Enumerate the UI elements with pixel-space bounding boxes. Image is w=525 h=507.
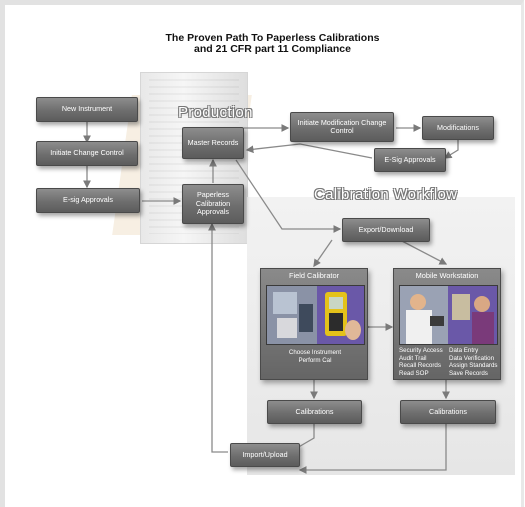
export-download-box[interactable]: Export/Download bbox=[342, 218, 430, 242]
mobile-recall-records: Recall Records bbox=[399, 362, 441, 370]
paperless-calibration-approvals-label: Paperless Calibration Approvals bbox=[195, 190, 231, 217]
esig-approvals-right-box[interactable]: E-Sig Approvals bbox=[374, 148, 446, 172]
mobile-assign-standards: Assign Standards bbox=[449, 362, 498, 370]
arrow-export-to-field bbox=[313, 239, 333, 268]
mobile-data-verification: Data Verification bbox=[449, 354, 495, 362]
new-instrument-box[interactable]: New Instrument bbox=[36, 97, 138, 122]
title-line-1: The Proven Path To Paperless Calibration… bbox=[165, 32, 380, 44]
modifications-box[interactable]: Modifications bbox=[422, 116, 494, 140]
esig-approvals-left-label: E-sig Approvals bbox=[63, 195, 113, 205]
mobile-workstation-col1: Security Access Audit Trail Recall Recor… bbox=[399, 347, 447, 377]
esig-approvals-left-box[interactable]: E-sig Approvals bbox=[36, 188, 140, 213]
calibrations-left-label: Calibrations bbox=[295, 406, 334, 416]
arrow-esig-to-master bbox=[245, 143, 373, 159]
import-upload-label: Import/Upload bbox=[242, 449, 288, 459]
calibrations-left-box[interactable]: Calibrations bbox=[267, 400, 362, 424]
master-records-box[interactable]: Master Records bbox=[182, 127, 244, 159]
initiate-modification-change-control-box[interactable]: Initiate Modification Change Control bbox=[290, 112, 394, 142]
field-calibrator-panel[interactable]: Field Calibrator Choose Instrument Perfo… bbox=[260, 268, 368, 380]
title-line-2: and 21 CFR part 11 Compliance bbox=[194, 43, 351, 55]
import-upload-box[interactable]: Import/Upload bbox=[230, 443, 300, 467]
mobile-security-access: Security Access bbox=[399, 347, 443, 354]
esig-approvals-right-label: E-Sig Approvals bbox=[384, 154, 436, 164]
paperless-calibration-approvals-box[interactable]: Paperless Calibration Approvals bbox=[182, 184, 244, 224]
field-calibrator-photo bbox=[266, 285, 365, 345]
calibration-workflow-label: Calibration Workflow bbox=[314, 186, 458, 203]
master-records-label: Master Records bbox=[187, 137, 239, 147]
field-calibrator-line-1: Choose Instrument bbox=[288, 349, 342, 356]
calibrations-right-box[interactable]: Calibrations bbox=[400, 400, 496, 424]
mobile-workstation-col2: Data Entry Data Verification Assign Stan… bbox=[449, 347, 501, 377]
initiate-change-control-label: Initiate Change Control bbox=[50, 148, 124, 158]
field-calibrator-text: Choose Instrument Perform Cal bbox=[261, 349, 369, 364]
production-label: Production bbox=[178, 104, 253, 121]
initiate-modification-change-control-label: Initiate Modification Change Control bbox=[297, 117, 387, 135]
field-calibrator-line-2: Perform Cal bbox=[298, 356, 332, 364]
new-instrument-label: New Instrument bbox=[61, 104, 113, 114]
calibrations-right-label: Calibrations bbox=[429, 406, 467, 416]
field-calibrator-title: Field Calibrator bbox=[288, 271, 340, 280]
mobile-save-records: Save Records bbox=[449, 369, 488, 377]
initiate-change-control-box[interactable]: Initiate Change Control bbox=[36, 141, 138, 166]
diagram-title: The Proven Path To Paperless Calibration… bbox=[100, 33, 445, 55]
arrow-master-to-export bbox=[235, 159, 342, 233]
mobile-workstation-panel[interactable]: Mobile Workstation Security Access Audit… bbox=[393, 268, 501, 380]
arrow-modifications-to-esig bbox=[443, 140, 459, 159]
modifications-label: Modifications bbox=[437, 122, 479, 132]
mobile-data-entry: Data Entry bbox=[449, 347, 479, 354]
arrow-cal-right-to-import bbox=[298, 424, 447, 474]
mobile-workstation-photo bbox=[399, 285, 498, 345]
arrow-export-to-mobile bbox=[399, 239, 448, 265]
mobile-audit-trail: Audit Trail bbox=[399, 354, 427, 362]
export-download-label: Export/Download bbox=[358, 224, 414, 234]
arrow-import-to-paperless bbox=[208, 222, 228, 453]
mobile-workstation-title: Mobile Workstation bbox=[415, 271, 479, 280]
mobile-read-sop: Read SOP bbox=[399, 369, 429, 377]
